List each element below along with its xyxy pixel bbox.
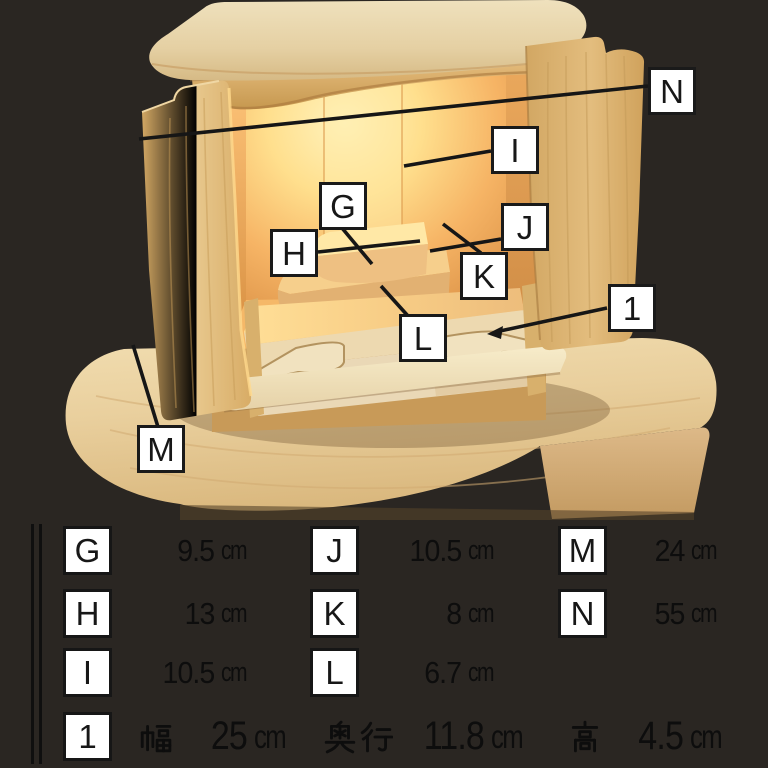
kanji-width-label xyxy=(138,720,172,754)
butsudan-photo xyxy=(65,0,717,520)
spec-key-box-M: M xyxy=(558,526,607,575)
spec-key-box-N: N xyxy=(558,589,607,638)
pointer-line-K xyxy=(441,222,483,255)
pointer-line-N xyxy=(138,84,649,141)
spec-key-box-1: 1 xyxy=(63,712,112,761)
photo-label-H: H xyxy=(270,229,318,277)
pointer-line-L xyxy=(379,284,410,318)
photo-label-M: M xyxy=(137,425,185,473)
photo-label-L: L xyxy=(399,314,447,362)
spec-dim-height: 4.5 cm xyxy=(568,712,730,761)
pointer-line-G xyxy=(340,226,374,266)
photo-label-1: 1 xyxy=(608,284,656,332)
spec-key-box-K: K xyxy=(310,589,359,638)
photo-label-J: J xyxy=(501,203,549,251)
spec-dim-width: 25 cm xyxy=(138,712,294,761)
spec-key-box-L: L xyxy=(310,648,359,697)
photo-label-I: I xyxy=(491,126,539,174)
pointer-line-I xyxy=(403,149,492,168)
photo-label-G: G xyxy=(319,182,367,230)
spec-key-box-J: J xyxy=(310,526,359,575)
kanji-depth-label xyxy=(323,720,393,754)
pointer-line-1 xyxy=(499,306,608,333)
pointer-line-M xyxy=(131,344,160,428)
spec-key-box-G: G xyxy=(63,526,112,575)
kanji-height-label xyxy=(568,720,602,754)
spec-key-box-H: H xyxy=(63,589,112,638)
spec-dim-depth: 11.8 cm xyxy=(323,712,531,761)
pointer-line-J xyxy=(429,237,502,253)
table-left-rule-inner xyxy=(39,524,42,764)
left-door xyxy=(141,80,253,421)
photo-label-N: N xyxy=(648,67,696,115)
photo-label-K: K xyxy=(460,252,508,300)
spec-key-box-I: I xyxy=(63,648,112,697)
pointer-line-H xyxy=(317,239,421,254)
pointer-lines xyxy=(131,84,649,428)
pointer-arrowhead-1 xyxy=(487,326,503,339)
table-left-rule-outer xyxy=(31,524,34,764)
